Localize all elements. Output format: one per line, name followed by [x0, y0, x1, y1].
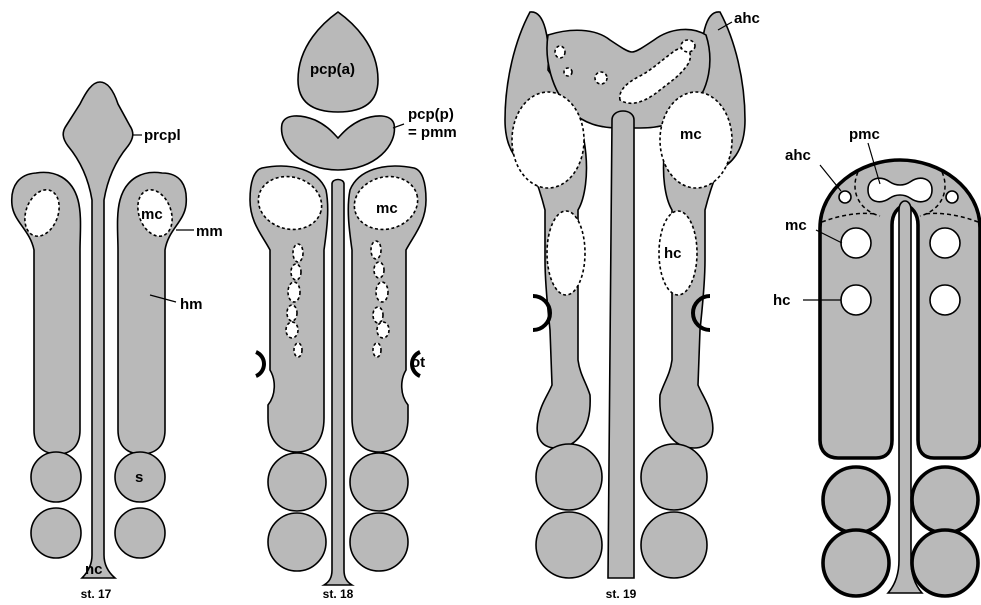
anterior-hyoid-left — [839, 191, 851, 203]
somite-right-1-schematic — [912, 467, 978, 533]
label-ahc: ahc — [734, 10, 760, 27]
panel-schematic: pmc ahc mc hc — [773, 126, 980, 596]
label-ahc: ahc — [785, 147, 811, 164]
hyoid-right-schematic — [930, 285, 960, 315]
panel-st17: prcpl mc mm hm s nc st. 17 — [12, 82, 223, 601]
hyoid-left-schematic — [841, 285, 871, 315]
somite-left-1-st18 — [268, 453, 326, 511]
somite-left-1-st19 — [536, 444, 602, 510]
label-mc: mc — [680, 126, 702, 143]
mandibular-right-schematic — [930, 228, 960, 258]
anterior-hyoid-right — [946, 191, 958, 203]
label-mc: mc — [376, 200, 398, 217]
somite-left-2 — [31, 508, 81, 558]
somite-left-2-schematic — [823, 530, 889, 596]
label-nc: nc — [85, 561, 103, 578]
somite-right-1-st19 — [641, 444, 707, 510]
mandibular-cartilage-left-st19 — [512, 92, 584, 188]
caption-st17: st. 17 — [81, 587, 112, 601]
caption-st18: st. 18 — [323, 587, 354, 601]
panel-st18: pcp(a) pcp(p) = pmm mc ot st. 18 — [250, 12, 457, 601]
somite-right-2-st18 — [350, 513, 408, 571]
label-pcp-p: pcp(p) — [408, 106, 454, 123]
anterior-cartilage-bits-st19 — [555, 46, 565, 58]
label-hc: hc — [773, 292, 791, 309]
label-hc: hc — [664, 245, 682, 262]
label-prcpl: prcpl — [144, 127, 181, 144]
notochord-st19 — [608, 111, 634, 578]
somite-right-1-st18 — [350, 453, 408, 511]
hyoid-cartilage-left-st19 — [547, 211, 585, 295]
somite-right-2-st19 — [641, 512, 707, 578]
otic-vesicle-left-st18 — [256, 352, 264, 376]
otic-vesicle-left-st19 — [533, 296, 550, 330]
posterior-prechordal-plate — [282, 116, 395, 170]
label-s: s — [135, 469, 143, 486]
label-pcp-a: pcp(a) — [310, 61, 355, 78]
somite-left-2-st18 — [268, 513, 326, 571]
somite-right-2-schematic — [912, 530, 978, 596]
label-ot: ot — [411, 354, 425, 371]
panel-st19: ahc mc hc st. 19 — [505, 10, 760, 601]
somite-left-1 — [31, 452, 81, 502]
label-mc: mc — [141, 206, 163, 223]
label-mc: mc — [785, 217, 807, 234]
label-mm: mm — [196, 223, 223, 240]
somite-left-1-schematic — [823, 467, 889, 533]
somite-left-2-st19 — [536, 512, 602, 578]
mandibular-left-schematic — [841, 228, 871, 258]
somite-right-2 — [115, 508, 165, 558]
caption-st19: st. 19 — [606, 587, 637, 601]
notochord-st18 — [324, 180, 352, 586]
label-pmm: = pmm — [408, 124, 457, 141]
anterior-cartilage-bit-5 — [681, 40, 695, 52]
ahc-leader-schematic — [820, 165, 841, 191]
anterior-cartilage-bit-2 — [564, 68, 572, 76]
label-hm: hm — [180, 296, 203, 313]
anterior-cartilage-bit-3 — [595, 72, 607, 84]
label-pmc: pmc — [849, 126, 880, 143]
